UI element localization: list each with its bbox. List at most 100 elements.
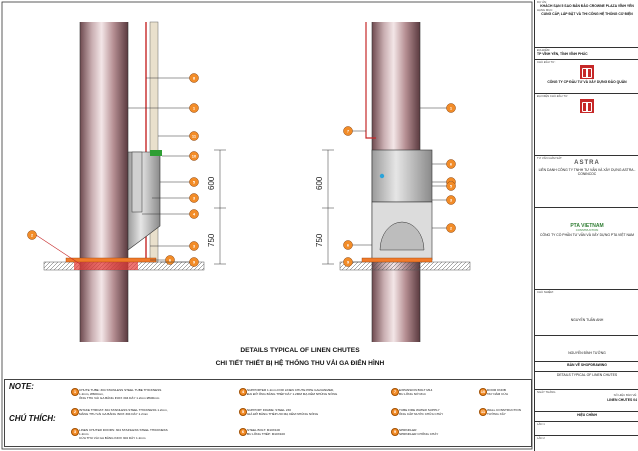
- right-callout-circle: [343, 257, 353, 267]
- right-dim-lower: 750: [315, 233, 324, 247]
- right-callout-number: 6: [450, 161, 453, 166]
- legend-text-en: STEEL BOLT: M10X100: [247, 428, 281, 432]
- tb-rev1: LẦN 1: [535, 422, 638, 436]
- tb-consultant: TƯ VẤN GIÁM SÁT: ASTRA LIÊN DANH CÔNG TY…: [535, 156, 638, 208]
- left-callout-number: 5: [193, 179, 196, 184]
- left-dim-lower: 750: [207, 233, 216, 247]
- legend-text-vi: MĂNG THU VẢI GA BẰNG INOX 304 DÀY 1.2mm: [79, 412, 148, 417]
- tb-location: ĐỊA ĐIỂM: TP VĨNH YÊN, TỈNH VĨNH PHÚC: [535, 48, 638, 60]
- pta-logo: PTA VIETNAM: [570, 223, 604, 229]
- legend-number: 8: [391, 408, 399, 416]
- tb-checker: NGUYỄN ĐÌNH TƯỞNG: [535, 336, 638, 362]
- tb-drawing-title-value: DETAILS TYPICAL OF LINEN CHUTES: [556, 373, 618, 377]
- legend-text-vi: TAY NẮM CỬA: [487, 392, 509, 397]
- left-callout-number: 2: [31, 232, 34, 237]
- right-floor-slab: [339, 261, 471, 271]
- right-callout-circle: [446, 181, 456, 191]
- legend-text-en: WALL CONSTRUCTION: [487, 408, 521, 412]
- tb-project-label: DỰ ÁN:: [537, 0, 547, 4]
- left-callout-circle: [189, 131, 199, 141]
- left-callout-number: 4: [193, 211, 196, 216]
- tb-location-label: ĐỊA ĐIỂM:: [537, 48, 551, 52]
- tb-owner-rep: ĐẠI DIỆN CHỦ ĐẦU TƯ:: [535, 94, 638, 156]
- left-callout-number: 6: [169, 257, 172, 262]
- legend-text-vi: ỐNG CẤP NƯỚC CHỮA CHÁY: [399, 412, 444, 417]
- legend-number: 3: [71, 428, 79, 436]
- legend-number: 4: [239, 388, 247, 396]
- legend-text-vi: ỐNG THU VẢI GA BẰNG INOX 304 DÀY 1.2mm Ø…: [79, 396, 160, 401]
- legend-text-en: SUPPORT FRAME: STEEL L50: [247, 408, 291, 412]
- left-callout-circle: [189, 241, 199, 251]
- tb-owner-rep-label: ĐẠI DIỆN CHỦ ĐẦU TƯ:: [537, 94, 569, 98]
- legend-text-vi: SPRINKLER CHỐNG CHÁY: [399, 432, 439, 437]
- right-callout-circle: [446, 223, 456, 233]
- left-callout-circle: [189, 209, 199, 219]
- owner-rep-logo: [580, 99, 594, 114]
- right-callout-number: 1: [450, 105, 453, 110]
- tb-person1: NGUYỄN TUẤN ANH: [570, 318, 604, 323]
- legend-text-vi: GIÁ ĐỠ BẰNG THÉP L50 MẠ KẼM NHÚNG NÓNG: [247, 412, 319, 417]
- tb-revision-label: HIỆU CHỈNH: [577, 413, 597, 417]
- left-callout-number: 3: [193, 195, 196, 200]
- right-callout-number: 6: [347, 242, 350, 247]
- legend-text-en: DOOR KNOB: [487, 388, 506, 392]
- legend-text-en: SPRINKLER: [399, 428, 417, 432]
- left-callout-number: 3: [193, 243, 196, 248]
- tb-date-label: NGÀY THÁNG: [537, 390, 556, 394]
- tb-project: DỰ ÁN: KHÁCH SẠN 5 SAO BẢN ĐẢO CROWNE PL…: [535, 0, 638, 48]
- right-callout-number: 3: [450, 197, 453, 202]
- pta-logo-sub: CONSTRUCTION: [575, 228, 599, 233]
- legend-number: 11: [479, 408, 487, 416]
- left-callout-circle: [27, 230, 37, 240]
- tb-owner-label: CHỦ ĐẦU TƯ:: [537, 60, 556, 64]
- tb-person2: NGUYỄN ĐÌNH TƯỞNG: [568, 351, 606, 355]
- tb-drawing-title: DETAILS TYPICAL OF LINEN CHUTES: [535, 372, 638, 390]
- legend-label: CHÚ THÍCH:: [9, 414, 56, 423]
- drawing-title-en: DETAILS TYPICAL OF LINEN CHUTES: [240, 347, 360, 354]
- legend-text-vi: BU LÔNG NỞ M14: [399, 392, 426, 397]
- legend-text-en: TUBE FIRE WATER SUPPLY: [399, 408, 440, 412]
- legend-number: 1: [71, 388, 79, 396]
- tb-director: CHỦ NHIỆM: NGUYỄN TUẤN ANH: [535, 290, 638, 336]
- legend-number: 7: [391, 388, 399, 396]
- legend-number: 9: [391, 428, 399, 436]
- legend-number: 2: [71, 408, 79, 416]
- tb-revision: HIỆU CHỈNH: [535, 412, 638, 422]
- right-callout-number: 2: [450, 225, 453, 230]
- legend-text-en: SUPPORTER 1.2mm FOR LINEN CHUTE PIPE GAL…: [247, 388, 335, 392]
- legend-text-vi: ĐAI ĐỠ ỐNG BẰNG THÉP DÀY 1.2MM MẠ KẼM NH…: [247, 392, 338, 397]
- legend-number: 10: [479, 388, 487, 396]
- tb-contractor-value: CÔNG TY CỔ PHẦN TƯ VẤN VÀ XÂY DỰNG PTA V…: [540, 232, 634, 237]
- tb-owner: CHỦ ĐẦU TƯ: CÔNG TY CP ĐẦU TƯ VÀ XÂY DỰN…: [535, 60, 638, 94]
- right-callout-circle: [343, 126, 353, 136]
- tb-item-value: CUNG CẤP, LẮP ĐẶT VÀ THI CÔNG HỆ THỐNG C…: [541, 12, 633, 17]
- legend-text-vi: CỬA THU VẢI GA BẰNG INOX 304 DÀY 1.2mm: [79, 436, 146, 441]
- tb-drawing-type: BẢN VẼ SHOPDRAWING: [535, 362, 638, 372]
- left-callout-circle: [189, 257, 199, 267]
- tb-rev2-label: LẦN 2: [537, 436, 545, 440]
- legend-number: 6: [239, 428, 247, 436]
- astra-logo: ASTRA: [574, 160, 600, 167]
- tb-location-value: TP VĨNH YÊN, TỈNH VĨNH PHÚC: [537, 52, 588, 57]
- note-label: NOTE:: [9, 382, 34, 391]
- tb-drawing-no-value: LINEN CHUTES 04: [607, 397, 637, 402]
- legend-text-en: INTAKE THROAT: 304 STAINLESS STEEL THICK…: [79, 408, 168, 412]
- drawing-title-vi: CHI TIẾT THIẾT BỊ HỆ THỐNG THU VẢI GA ĐI…: [215, 360, 385, 367]
- tb-drawing-type-value: BẢN VẼ SHOPDRAWING: [567, 363, 607, 367]
- left-chute-pipe: [80, 22, 128, 342]
- left-door-handle: [150, 150, 162, 156]
- legend-text-en: EXPANSION BOLT M14: [399, 388, 433, 392]
- right-fire-water-pipe: [365, 22, 376, 139]
- right-callout-circle: [446, 103, 456, 113]
- tb-drawing-no-label: SỐ HIỆU BẢN VẼ:: [613, 393, 637, 398]
- legend-number: 5: [239, 408, 247, 416]
